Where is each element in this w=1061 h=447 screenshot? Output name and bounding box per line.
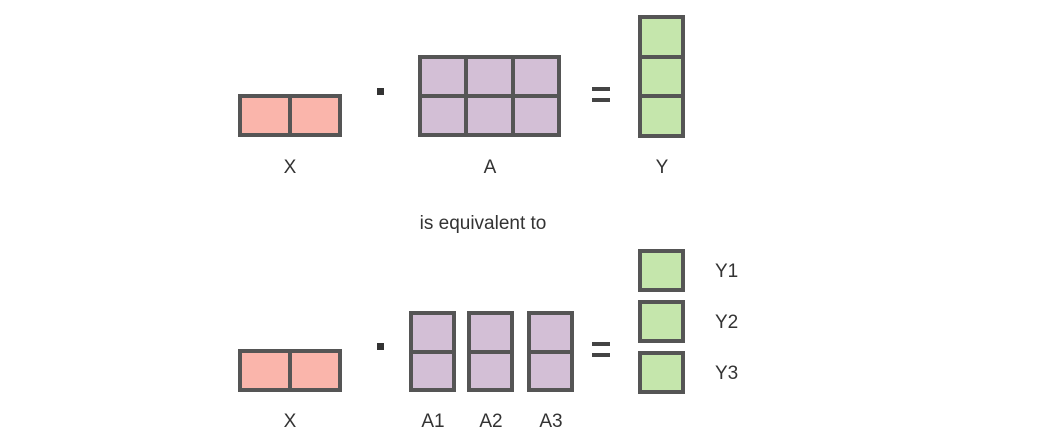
matrix-cell <box>642 253 681 288</box>
matrix-cell <box>422 59 465 94</box>
matrix-cell <box>468 59 511 94</box>
matrix-cell <box>292 98 338 133</box>
matrix-cell <box>292 353 338 388</box>
matrix-y2-row2-label: Y2 <box>715 312 739 333</box>
matrix-x-row2 <box>238 349 342 392</box>
matrix-a3-row2 <box>527 311 574 392</box>
multiply-dot-icon-row1 <box>377 88 384 95</box>
matrix-y1-row2-label: Y1 <box>715 261 739 282</box>
equals-sign-row1 <box>592 87 610 102</box>
matrix-y-row1 <box>638 15 685 138</box>
multiply-dot-icon-row2 <box>377 343 384 350</box>
equals-bar-top <box>592 342 610 346</box>
matrix-a-row1 <box>418 55 561 137</box>
equals-bar-bottom <box>592 353 610 357</box>
matrix-x-row2-label: X <box>283 411 297 432</box>
equivalence-caption: is equivalent to <box>419 213 547 234</box>
matrix-x-row1-label: X <box>283 157 297 178</box>
matrix-cell <box>514 59 557 94</box>
matrix-cell <box>471 353 510 388</box>
matrix-y2-row2 <box>638 300 685 343</box>
matrix-cell <box>642 98 681 134</box>
matrix-cell <box>642 58 681 95</box>
equals-bar-top <box>592 87 610 91</box>
matrix-a2-row2-label: A2 <box>479 411 503 432</box>
equals-bar-bottom <box>592 98 610 102</box>
matrix-cell <box>514 98 557 133</box>
matrix-a3-row2-label: A3 <box>539 411 563 432</box>
matrix-cell <box>642 304 681 339</box>
equals-sign-row2 <box>592 342 610 357</box>
matrix-a1-row2-label: A1 <box>421 411 445 432</box>
matrix-cell <box>468 98 511 133</box>
matrix-a1-row2 <box>409 311 456 392</box>
matrix-cell <box>242 98 288 133</box>
matrix-y1-row2 <box>638 249 685 292</box>
matrix-cell <box>413 315 452 350</box>
matrix-cell <box>471 315 510 350</box>
matrix-cell <box>422 98 465 133</box>
matrix-cell <box>531 353 570 388</box>
matrix-cell <box>642 355 681 390</box>
matrix-y-row1-label: Y <box>655 157 669 178</box>
matrix-x-row1 <box>238 94 342 137</box>
matrix-cell <box>413 353 452 388</box>
matrix-cell <box>642 19 681 55</box>
matrix-cell <box>531 315 570 350</box>
matrix-a2-row2 <box>467 311 514 392</box>
matrix-y3-row2 <box>638 351 685 394</box>
matrix-cell <box>242 353 288 388</box>
matrix-y3-row2-label: Y3 <box>715 363 739 384</box>
matrix-a-row1-label: A <box>483 157 497 178</box>
